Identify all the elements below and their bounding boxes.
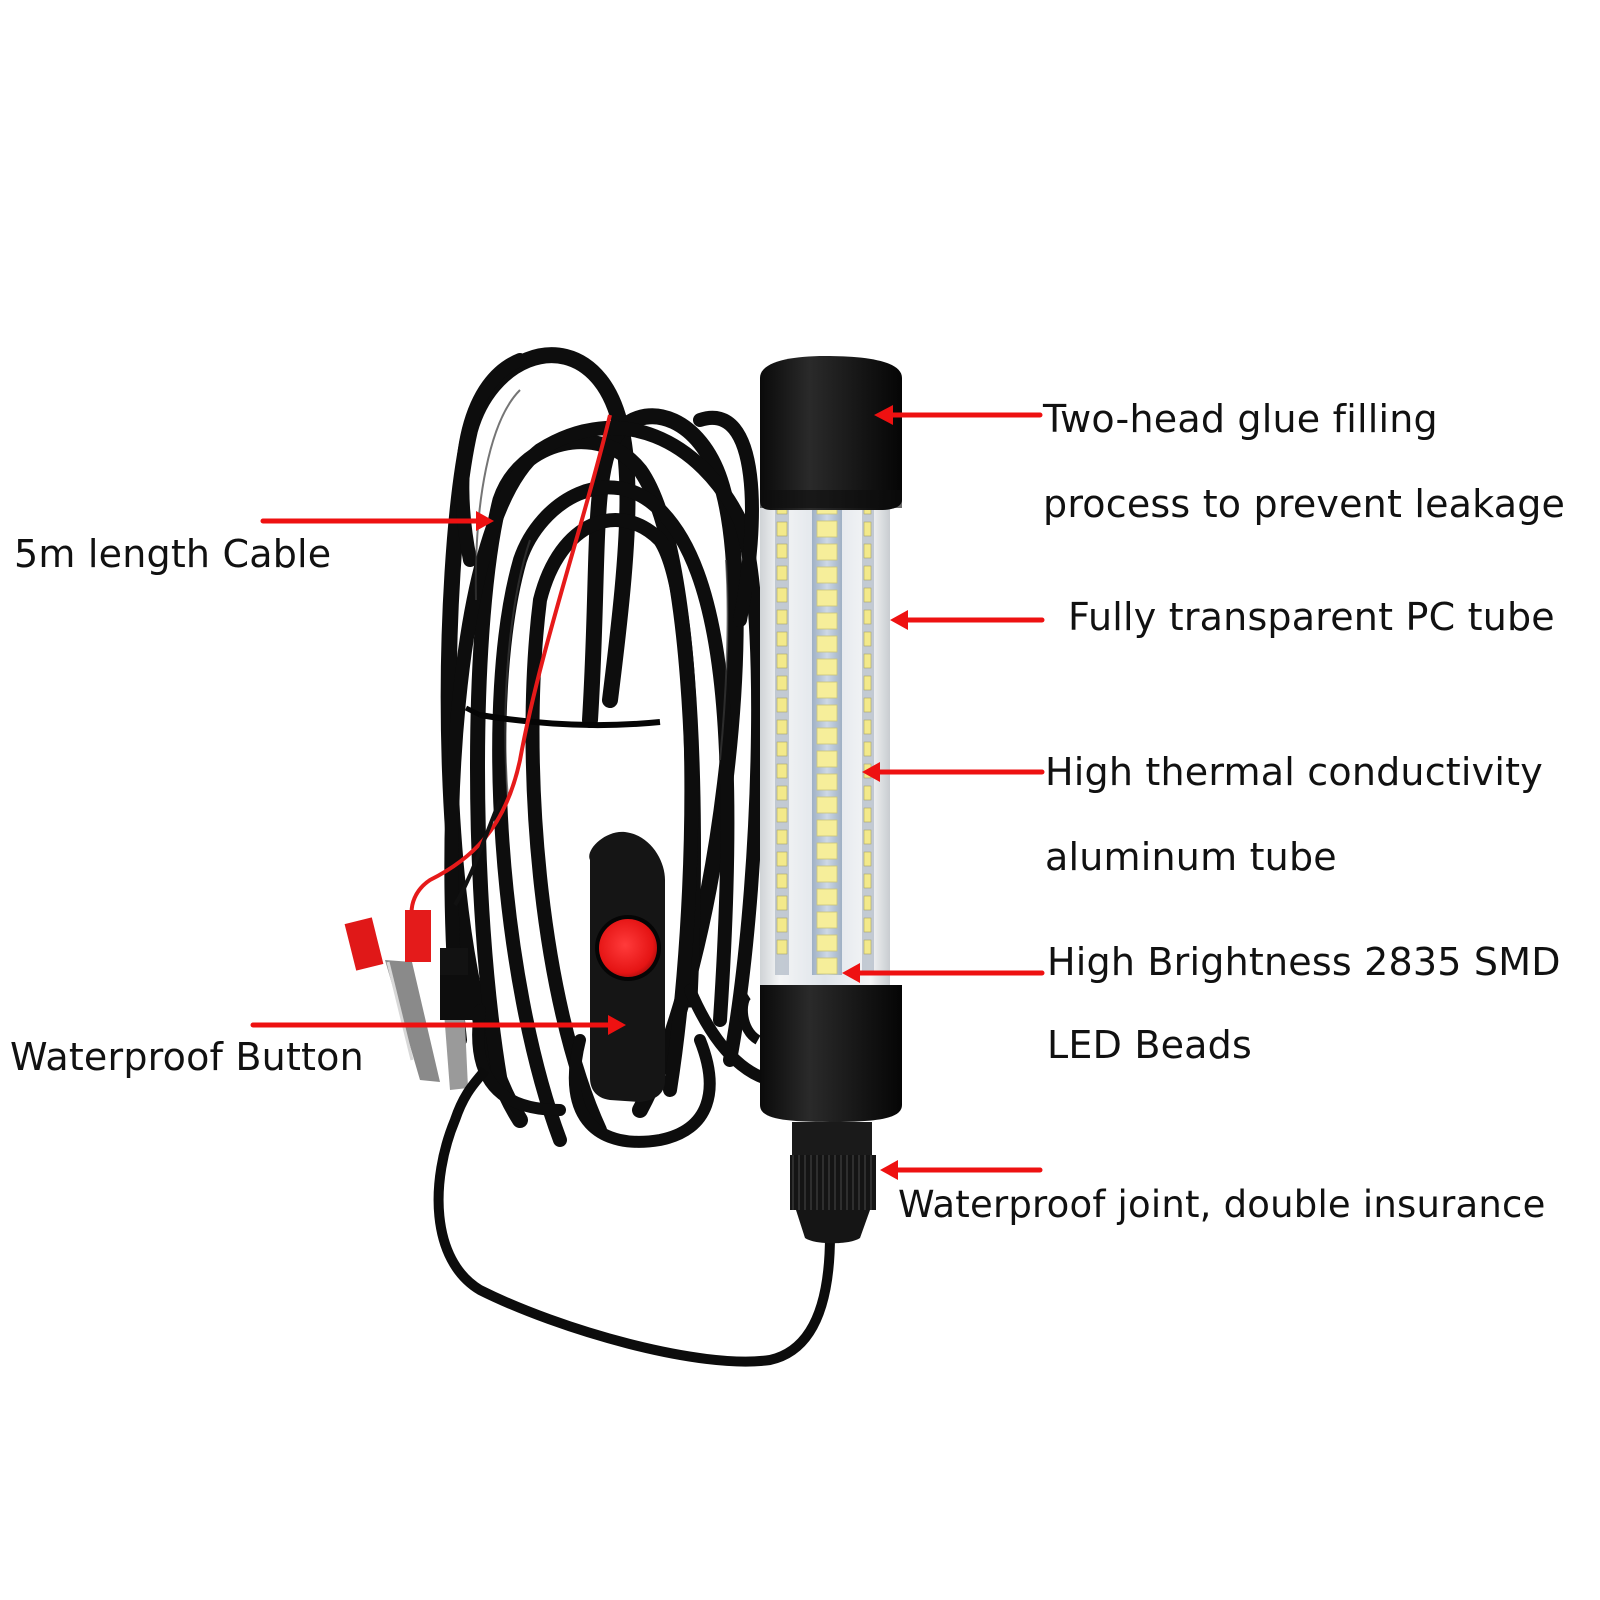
callout-arrows <box>250 405 1045 1180</box>
waterproof-button-graphic <box>599 919 657 977</box>
top-cap-graphic <box>760 356 902 510</box>
alligator-clips <box>344 910 474 1090</box>
red-wire <box>409 414 612 919</box>
callout-leds-line1: High Brightness 2835 SMD <box>1047 940 1561 984</box>
power-cable-loop <box>433 1066 835 1367</box>
waterproof-joint-graphic <box>790 1155 876 1210</box>
callout-aluminum-line1: High thermal conductivity <box>1045 750 1543 794</box>
led-beads-graphic <box>816 497 838 975</box>
callout-waterproof-joint: Waterproof joint, double insurance <box>898 1183 1546 1226</box>
callout-waterproof-button: Waterproof Button <box>10 1035 364 1079</box>
callout-glue-line2: process to prevent leakage <box>1043 482 1566 526</box>
black-wire <box>453 799 502 907</box>
lamp-body <box>737 356 902 1244</box>
coiled-cable <box>440 347 806 1148</box>
callout-leds-line2: LED Beads <box>1047 1023 1252 1067</box>
callout-cable: 5m length Cable <box>14 532 332 576</box>
cable-tie <box>479 712 661 729</box>
callout-pc-tube: Fully transparent PC tube <box>1068 595 1555 639</box>
bottom-cap-graphic <box>760 985 902 1122</box>
callout-aluminum-line2: aluminum tube <box>1045 835 1337 879</box>
callout-glue-line1: Two-head glue filling <box>1043 397 1438 441</box>
